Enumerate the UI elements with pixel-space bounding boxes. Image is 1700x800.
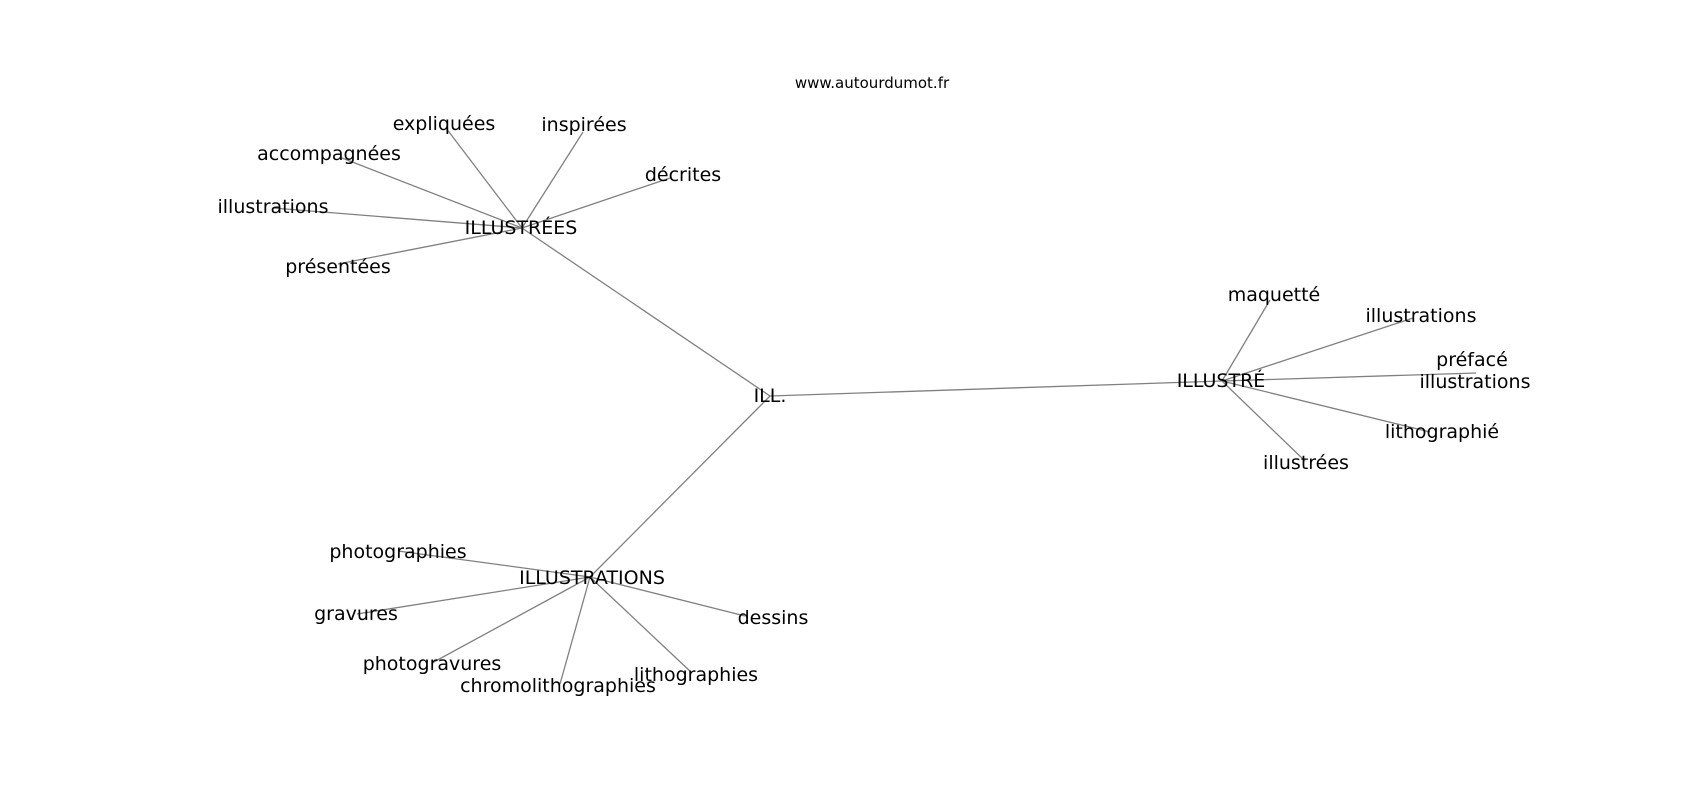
edge-illustrations-dessins (589, 576, 746, 617)
edge-illustrations-lithographies (589, 576, 693, 674)
node-leaf: illustrations (218, 196, 329, 218)
edge-illustre-illustrees (1221, 380, 1306, 462)
node-leaf: lithographies (634, 664, 758, 686)
node-leaf: accompagnées (257, 143, 401, 165)
edge-illustrations-photogravures (431, 576, 591, 664)
node-leaf: photographies (329, 541, 466, 563)
edge-illustrees-decrites (521, 177, 671, 229)
edge-illustrees-presentees (337, 227, 523, 265)
edge-root-illustre (769, 380, 1223, 397)
edge-illustrations-chromolithographies (559, 576, 591, 685)
graph-edges (272, 127, 1477, 685)
node-leaf: chromolithographies (460, 675, 656, 697)
node-leaf: maquetté (1228, 284, 1321, 306)
graph-labels: www.autourdumot.fr ILL. ILLUSTRÉES expli… (218, 74, 1531, 697)
node-leaf: décrites (645, 164, 721, 186)
node-leaf: illustrations (1366, 305, 1477, 327)
node-leaf: illustrées (1263, 452, 1349, 474)
node-leaf: photogravures (363, 653, 502, 675)
node-hub-illustre: ILLUSTRÉ (1177, 369, 1266, 392)
node-leaf: inspirées (541, 114, 626, 136)
node-root: ILL. (754, 385, 787, 407)
edge-illustre-illustrations (1221, 317, 1414, 382)
edge-illustrees-accompagnees (341, 157, 523, 229)
node-leaf: lithographié (1385, 421, 1499, 443)
edge-illustre-lithographie (1221, 380, 1431, 433)
edge-illustrees-inspirees (521, 131, 584, 229)
node-hub-illustrees: ILLUSTRÉES (465, 216, 578, 239)
node-leaf: dessins (738, 607, 809, 629)
edge-illustrees-illustrations (272, 207, 523, 229)
edge-illustre-maquette (1221, 299, 1271, 382)
edge-illustrees-expliquees (445, 127, 523, 229)
node-leaf-line: illustrations (1420, 371, 1531, 393)
node-leaf: présentées (285, 256, 391, 278)
node-leaf-multiline: préfacé illustrations (1420, 349, 1531, 393)
edge-illustrations-photographies (397, 550, 591, 578)
node-leaf: expliquées (393, 113, 496, 135)
node-leaf: gravures (314, 603, 398, 625)
edge-root-illustrations (589, 395, 771, 578)
node-hub-illustrations: ILLUSTRATIONS (519, 567, 665, 589)
site-watermark: www.autourdumot.fr (795, 74, 950, 92)
node-leaf-line: préfacé (1436, 349, 1508, 371)
edge-root-illustrees (521, 227, 771, 397)
edge-illustrations-gravures (356, 576, 591, 615)
edge-illustre-preface (1221, 372, 1477, 382)
